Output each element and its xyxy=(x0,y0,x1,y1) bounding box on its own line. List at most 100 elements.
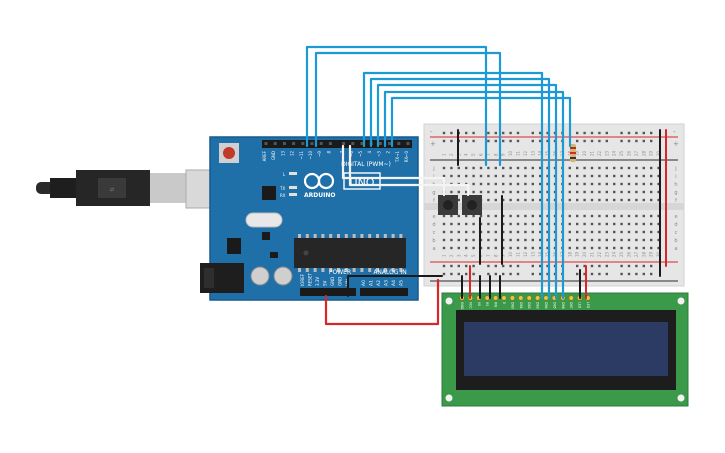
bb-hole[interactable] xyxy=(524,230,527,234)
bb-hole[interactable] xyxy=(583,264,586,268)
bb-hole[interactable] xyxy=(472,272,475,276)
bb-hole[interactable] xyxy=(509,182,512,186)
bb-hole[interactable] xyxy=(465,272,468,276)
bb-hole[interactable] xyxy=(635,174,638,178)
bb-hole[interactable] xyxy=(642,166,645,170)
bb-hole[interactable] xyxy=(487,230,490,234)
bb-hole[interactable] xyxy=(516,174,520,178)
bb-hole[interactable] xyxy=(472,238,475,242)
bb-hole[interactable] xyxy=(605,238,608,242)
bb-hole[interactable] xyxy=(442,222,446,226)
digital-pin-hole[interactable] xyxy=(319,142,323,145)
wire-arduino-5v[interactable] xyxy=(324,278,440,326)
bb-hole[interactable] xyxy=(583,214,586,218)
bb-hole[interactable] xyxy=(635,182,638,186)
bb-hole[interactable] xyxy=(627,238,631,242)
bb-hole[interactable] xyxy=(598,246,601,250)
bb-hole[interactable] xyxy=(635,222,638,226)
bb-hole[interactable] xyxy=(620,264,623,268)
bb-hole[interactable] xyxy=(509,222,512,226)
digital-pin-hole[interactable] xyxy=(378,142,382,145)
digital-pin-hole[interactable] xyxy=(328,142,332,145)
bb-hole[interactable] xyxy=(590,174,594,178)
bb-hole[interactable] xyxy=(605,131,608,135)
bb-hole[interactable] xyxy=(457,214,460,218)
bb-hole[interactable] xyxy=(494,190,497,194)
bb-hole[interactable] xyxy=(516,190,520,194)
bb-hole[interactable] xyxy=(568,214,571,218)
bb-hole[interactable] xyxy=(620,174,623,178)
wire-arduino-gnd[interactable] xyxy=(347,275,443,297)
bb-hole[interactable] xyxy=(590,131,594,135)
bb-hole[interactable] xyxy=(650,190,653,194)
bb-hole[interactable] xyxy=(494,182,497,186)
wire-pin5[interactable] xyxy=(362,71,544,300)
bb-hole[interactable] xyxy=(635,272,638,276)
bb-hole[interactable] xyxy=(465,230,468,234)
bb-hole[interactable] xyxy=(605,198,608,202)
bb-hole[interactable] xyxy=(516,230,520,234)
bb-hole[interactable] xyxy=(487,182,490,186)
bb-hole[interactable] xyxy=(590,230,594,234)
bb-hole[interactable] xyxy=(605,230,608,234)
bb-hole[interactable] xyxy=(546,246,549,250)
bb-hole[interactable] xyxy=(546,166,549,170)
digital-pin-hole[interactable] xyxy=(351,142,355,145)
bb-hole[interactable] xyxy=(524,182,527,186)
bb-hole[interactable] xyxy=(502,238,505,242)
bb-hole[interactable] xyxy=(546,190,549,194)
bb-hole[interactable] xyxy=(539,222,542,226)
bb-hole[interactable] xyxy=(524,166,527,170)
bb-hole[interactable] xyxy=(465,174,468,178)
bb-hole[interactable] xyxy=(650,139,653,143)
bb-hole[interactable] xyxy=(487,139,490,143)
bb-hole[interactable] xyxy=(576,198,579,202)
bb-hole[interactable] xyxy=(576,222,579,226)
bb-hole[interactable] xyxy=(598,222,601,226)
bb-hole[interactable] xyxy=(583,222,586,226)
bb-hole[interactable] xyxy=(531,166,534,170)
lcd-pin[interactable] xyxy=(484,295,490,301)
bb-hole[interactable] xyxy=(642,139,645,143)
bb-hole[interactable] xyxy=(539,238,542,242)
bb-hole[interactable] xyxy=(450,174,453,178)
bb-hole[interactable] xyxy=(546,139,549,143)
bb-hole[interactable] xyxy=(531,190,534,194)
bb-hole[interactable] xyxy=(509,131,512,135)
digital-pin-hole[interactable] xyxy=(292,142,296,145)
bb-hole[interactable] xyxy=(635,214,638,218)
bb-hole[interactable] xyxy=(642,198,645,202)
bb-hole[interactable] xyxy=(494,166,497,170)
bb-hole[interactable] xyxy=(442,264,446,268)
bb-hole[interactable] xyxy=(494,174,497,178)
bb-hole[interactable] xyxy=(620,190,623,194)
bb-hole[interactable] xyxy=(472,131,475,135)
bb-hole[interactable] xyxy=(657,238,660,242)
bb-hole[interactable] xyxy=(620,198,623,202)
bb-hole[interactable] xyxy=(650,198,653,202)
bb-hole[interactable] xyxy=(509,198,512,202)
bb-hole[interactable] xyxy=(502,264,505,268)
bb-hole[interactable] xyxy=(531,174,534,178)
bb-hole[interactable] xyxy=(531,272,534,276)
bb-hole[interactable] xyxy=(539,166,542,170)
lcd-pin[interactable] xyxy=(518,295,524,301)
bb-hole[interactable] xyxy=(642,131,645,135)
bb-hole[interactable] xyxy=(487,264,490,268)
bb-hole[interactable] xyxy=(598,198,601,202)
bb-hole[interactable] xyxy=(516,182,520,186)
bb-hole[interactable] xyxy=(590,190,594,194)
digital-pin-hole[interactable] xyxy=(360,142,364,145)
bb-hole[interactable] xyxy=(546,238,549,242)
bb-hole[interactable] xyxy=(568,246,571,250)
bb-hole[interactable] xyxy=(590,166,594,170)
bb-hole[interactable] xyxy=(598,131,601,135)
bb-hole[interactable] xyxy=(509,272,512,276)
bb-hole[interactable] xyxy=(450,166,453,170)
wire-button2[interactable] xyxy=(348,144,470,197)
bb-hole[interactable] xyxy=(502,272,505,276)
bb-hole[interactable] xyxy=(494,131,497,135)
bb-hole[interactable] xyxy=(539,198,542,202)
